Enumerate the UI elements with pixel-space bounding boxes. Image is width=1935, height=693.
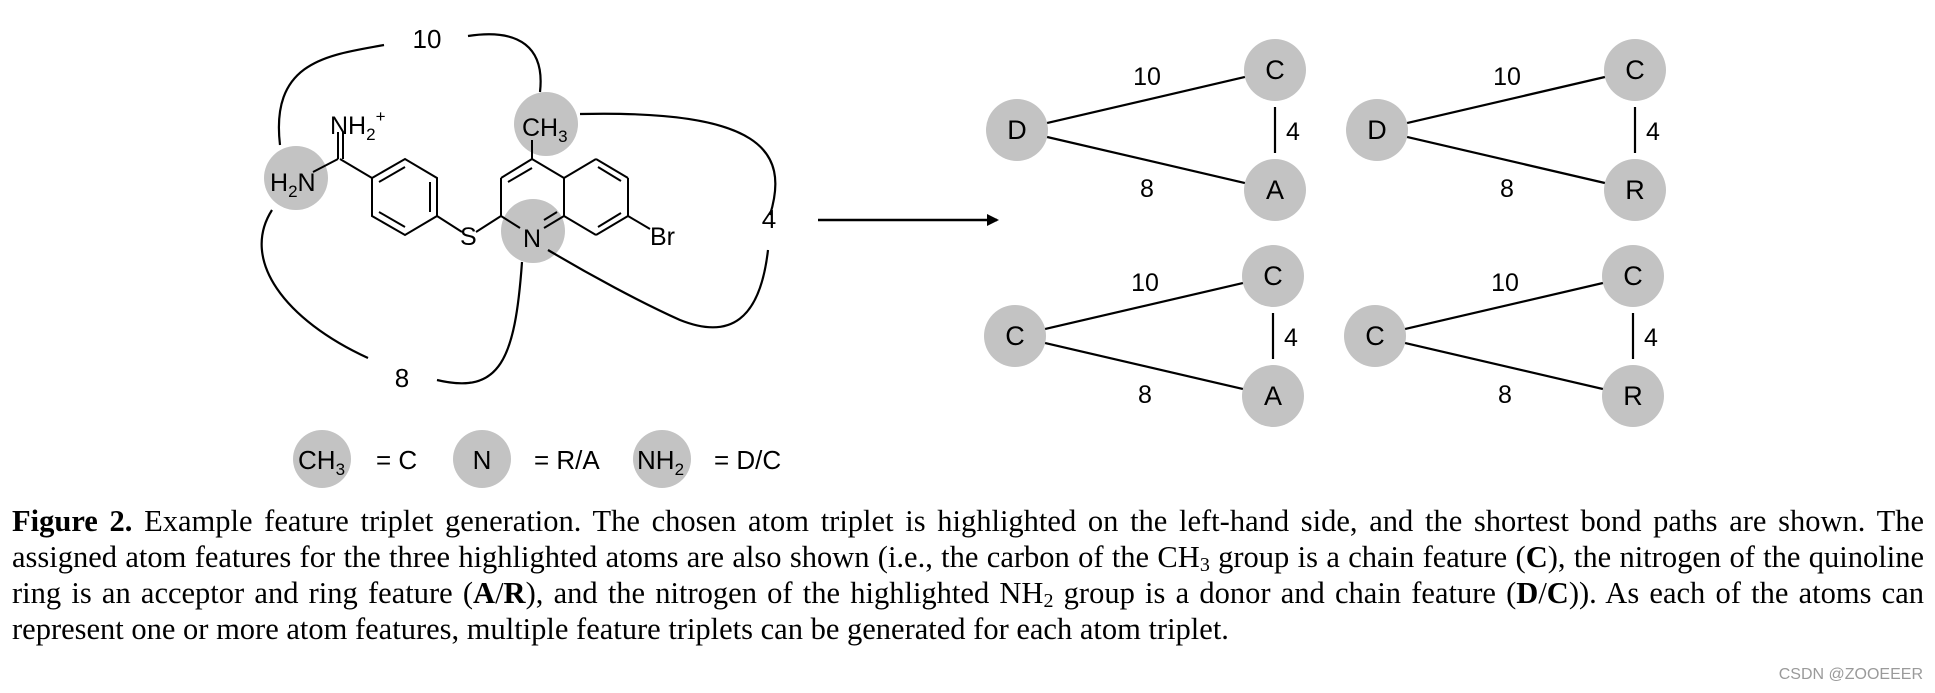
triplet-edge-label-right: 4 (1644, 324, 1658, 352)
watermark: CSDN @ZOOEEER (1778, 666, 1923, 683)
triplet-edge-top (1016, 68, 1276, 132)
molecule-diagram: NH2+ H2N S N CH3 Br 10 4 8 (260, 24, 777, 393)
legend-ch3-label: CH3 (298, 445, 345, 479)
triplet-node-top (1602, 245, 1664, 307)
triplet-node-left (984, 305, 1046, 367)
triplet-edge-label-top: 10 (1493, 63, 1521, 91)
h2n-label: H2N (270, 169, 316, 201)
triplet-node-top (1242, 245, 1304, 307)
triplet-node-label-bottom: R (1623, 381, 1643, 411)
triplet-node-bottom (1242, 365, 1304, 427)
triplet-node-label-top: C (1263, 261, 1283, 291)
caption-figure-label: Figure 2. (12, 504, 133, 538)
triplet-node-label-top: C (1625, 55, 1645, 85)
triplet-1: D C A 10 8 4 (986, 39, 1306, 221)
triplet-edge-label-bottom: 8 (1138, 381, 1152, 409)
nh2-plus-label: NH2+ (330, 107, 386, 144)
path-curve-4-bottom (547, 249, 770, 329)
triplet-node-label-bottom: A (1266, 175, 1284, 205)
figure-canvas: NH2+ H2N S N CH3 Br 10 4 8 CH3 = C N = R… (260, 24, 1666, 488)
triplet-edge-label-top: 10 (1131, 269, 1159, 297)
legend-nh2-equals: = D/C (714, 445, 781, 475)
triplet-edge-top (1014, 274, 1274, 338)
triplet-node-bottom (1604, 159, 1666, 221)
triplet-node-top (1244, 39, 1306, 101)
shortest-path-curves (260, 33, 777, 385)
triplet-edge-top (1376, 68, 1636, 132)
legend: CH3 = C N = R/A NH2 = D/C (293, 430, 781, 488)
triplet-node-top (1604, 39, 1666, 101)
figure-caption: Figure 2. Example feature triplet genera… (12, 504, 1924, 646)
triplet-2: D C R 10 8 4 (1346, 39, 1666, 221)
triplet-node-label-left: C (1365, 321, 1385, 351)
triplet-4: C C R 10 8 4 (1344, 245, 1664, 427)
path-label-top: 10 (413, 24, 442, 54)
triplet-edge-label-bottom: 8 (1140, 175, 1154, 203)
triplet-edge-label-bottom: 8 (1500, 175, 1514, 203)
triplet-node-left (1346, 99, 1408, 161)
path-curve-10-right (467, 33, 542, 93)
legend-nh2-label: NH2 (637, 445, 684, 479)
legend-nh2-circle (633, 430, 691, 488)
triplet-edge-label-top: 10 (1491, 269, 1519, 297)
triplet-node-label-top: C (1623, 261, 1643, 291)
triplet-edge-label-right: 4 (1286, 118, 1300, 146)
triplet-node-label-left: C (1005, 321, 1025, 351)
path-curve-8-left (260, 209, 369, 359)
path-length-labels: 10 4 8 (395, 24, 776, 393)
sulfur-label: S (460, 223, 477, 251)
triplet-edge-bottom (1016, 128, 1276, 192)
triplet-edge-label-bottom: 8 (1498, 381, 1512, 409)
legend-ch3-circle (293, 430, 351, 488)
bromine-label: Br (650, 223, 675, 251)
path-curve-4-top (579, 112, 777, 216)
triplet-3: C C A 10 8 4 (984, 245, 1304, 427)
triplet-edge-label-right: 4 (1646, 118, 1660, 146)
path-label-bottom: 8 (395, 363, 409, 393)
ch3-highlight-circle (514, 92, 578, 156)
legend-n-equals: = R/A (534, 445, 600, 475)
n-ring-highlight-circle (501, 199, 565, 263)
triplet-node-label-top: C (1265, 55, 1285, 85)
path-curve-8-right (436, 261, 524, 385)
n-ring-label: N (523, 225, 541, 253)
triplet-node-left (1344, 305, 1406, 367)
triplet-node-label-bottom: R (1625, 175, 1645, 205)
path-curve-10-left (277, 43, 385, 146)
atom-labels: NH2+ H2N S N CH3 Br (270, 107, 675, 253)
molecular-bonds (312, 132, 651, 237)
triplet-node-bottom (1244, 159, 1306, 221)
triplet-node-left (986, 99, 1048, 161)
ch3-label: CH3 (522, 114, 568, 146)
triplet-edge-top (1374, 274, 1634, 338)
legend-n-circle (453, 430, 511, 488)
triplet-edge-label-top: 10 (1133, 63, 1161, 91)
triplet-edge-bottom (1374, 334, 1634, 398)
triplet-node-label-left: D (1007, 115, 1027, 145)
legend-ch3-equals: = C (376, 445, 417, 475)
triplet-edge-bottom (1376, 128, 1636, 192)
triplet-edge-bottom (1014, 334, 1274, 398)
triplet-node-bottom (1602, 365, 1664, 427)
h2n-highlight-circle (264, 146, 328, 210)
triplet-node-label-bottom: A (1264, 381, 1282, 411)
triplet-edge-label-right: 4 (1284, 324, 1298, 352)
legend-n-label: N (473, 445, 492, 475)
triplet-node-label-left: D (1367, 115, 1387, 145)
path-label-right: 4 (762, 204, 776, 234)
